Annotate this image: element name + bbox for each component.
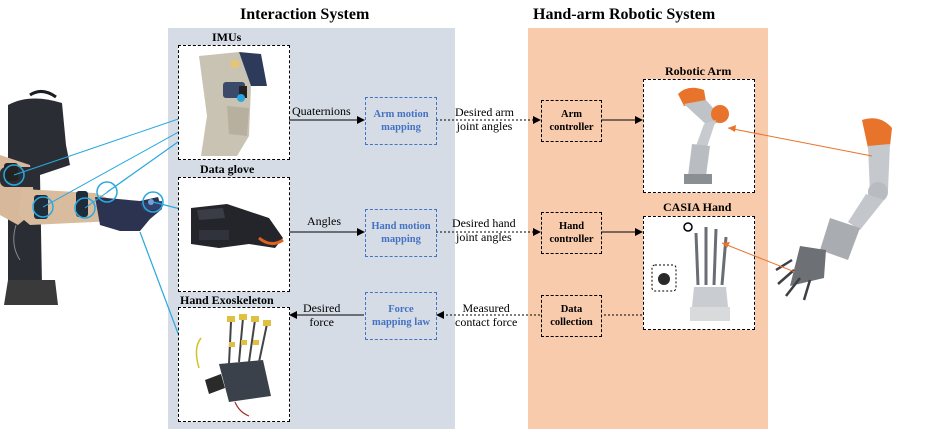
data-collection-line-2: collection — [550, 317, 593, 328]
desired-force-label: Desired force — [303, 301, 340, 329]
arm-motion-mapping-line-1: Arm motion — [373, 109, 429, 120]
robotic-system-title: Hand-arm Robotic System — [533, 6, 716, 23]
hand-motion-mapping-line-1: Hand motion — [371, 221, 431, 232]
robotic-arm-photo — [678, 87, 729, 184]
force-mapping-law-line-1: Force — [388, 304, 414, 315]
hand-controller-block: Hand controller — [541, 212, 602, 254]
desired-arm-line-2: joint angles — [456, 119, 513, 133]
hand-exoskeleton-label: Hand Exoskeleton — [180, 293, 274, 307]
arm-controller-line-1: Arm — [561, 109, 582, 120]
imus-photo — [199, 52, 267, 156]
angles-label: Angles — [307, 214, 341, 228]
desired-hand-joint-angles-label: Desired hand joint angles — [452, 216, 516, 244]
operator-figure — [0, 90, 162, 305]
arm-controller-block: Arm controller — [541, 100, 602, 142]
hand-controller-line-1: Hand — [558, 221, 585, 232]
desired-force-line-2: force — [309, 315, 334, 329]
hand-controller-line-2: controller — [549, 234, 594, 245]
robotic-arm-image-frame — [643, 79, 755, 193]
hand-motion-mapping-block: Hand motion mapping — [365, 209, 437, 257]
hand-arm-robot-photo — [775, 118, 892, 301]
measured-contact-force-label: Measured contact force — [455, 301, 517, 329]
hand-motion-mapping-line-2: mapping — [381, 234, 421, 245]
casia-hand-label: CASIA Hand — [663, 200, 732, 214]
measured-line-2: contact force — [455, 315, 518, 329]
imus-label: IMUs — [212, 30, 242, 44]
hand-exoskeleton-image-frame — [178, 307, 290, 422]
casia-hand-photo — [651, 222, 730, 321]
imus-image-frame — [178, 45, 290, 160]
desired-hand-line-1: Desired hand — [452, 216, 516, 230]
desired-force-line-1: Desired — [303, 301, 341, 315]
desired-hand-line-2: joint angles — [455, 230, 512, 244]
interaction-system-title: Interaction System — [240, 6, 370, 23]
quaternions-label: Quaternions — [292, 104, 351, 118]
desired-arm-joint-angles-label: Desired arm joint angles — [455, 105, 514, 133]
casia-hand-image-frame — [643, 216, 755, 330]
hand-exoskeleton-photo — [195, 314, 271, 417]
force-mapping-law-block: Force mapping law — [365, 292, 437, 340]
data-glove-label: Data glove — [200, 162, 255, 176]
measured-line-1: Measured — [462, 301, 510, 315]
arm-motion-mapping-line-2: mapping — [381, 122, 421, 133]
data-glove-photo — [191, 204, 284, 248]
robotic-arm-label: Robotic Arm — [665, 64, 732, 78]
arm-controller-line-2: controller — [549, 122, 594, 133]
data-collection-line-1: Data — [560, 304, 583, 315]
data-glove-image-frame — [178, 177, 290, 292]
arm-motion-mapping-block: Arm motion mapping — [365, 97, 437, 145]
force-mapping-law-line-2: mapping law — [371, 317, 431, 328]
data-collection-block: Data collection — [541, 295, 602, 337]
desired-arm-line-1: Desired arm — [455, 105, 514, 119]
